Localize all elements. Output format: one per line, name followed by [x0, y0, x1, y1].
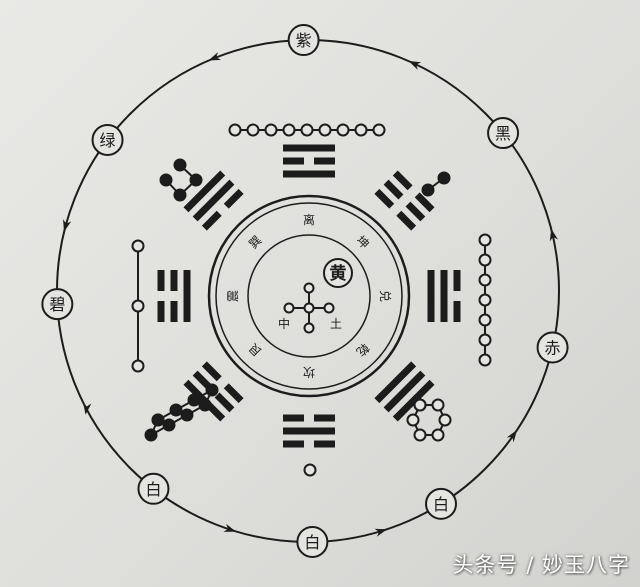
color-label-text: 紫	[296, 31, 312, 50]
trigram-xun	[183, 170, 244, 231]
center-ring	[247, 234, 371, 358]
dots-north-1	[303, 463, 317, 477]
color-label-lv: 绿	[91, 123, 124, 156]
trigram-dui	[427, 270, 461, 322]
dots-northwest-6	[406, 398, 452, 442]
trigram-name: 坎	[303, 365, 315, 379]
trigram-name: 巽	[246, 233, 264, 251]
color-label-text: 绿	[100, 131, 116, 150]
trigram-kun	[374, 170, 435, 231]
color-label-bi: 碧	[41, 288, 74, 321]
color-label-bai_se: 白	[425, 487, 458, 520]
flow-arrow	[408, 60, 422, 70]
trigram-symbols	[157, 144, 461, 448]
inner-ring	[215, 202, 403, 390]
trigram-name: 乾	[354, 341, 372, 359]
color-label-text: 赤	[545, 338, 561, 357]
trigram-kan	[283, 414, 335, 448]
trigram-name: 震	[226, 290, 240, 302]
color-label-chi: 赤	[536, 331, 569, 364]
flow-arrow	[83, 402, 92, 415]
number-dot-groups	[131, 123, 492, 477]
color-label-text: 白	[145, 480, 161, 499]
huang-text: 黄	[330, 263, 347, 284]
trigram-name: 离	[303, 212, 315, 227]
color-label-bai_s: 白	[296, 525, 329, 558]
zhong-label: 中	[278, 316, 290, 331]
color-label-text: 黑	[495, 124, 511, 143]
trigram-li	[283, 144, 335, 178]
color-label-text: 白	[304, 533, 320, 552]
color-label-text: 碧	[49, 295, 65, 314]
trigram-name: 艮	[246, 341, 264, 359]
color-label-zi: 紫	[287, 24, 320, 57]
color-label-hei: 黑	[487, 117, 520, 150]
tu-label: 土	[330, 317, 342, 331]
watermark: 头条号 / 妙玉八字	[452, 553, 630, 577]
middle-ring	[207, 194, 411, 398]
dots-southeast-4	[159, 158, 203, 202]
trigram-name: 兑	[378, 290, 392, 302]
huang-label: 黄	[323, 258, 353, 288]
trigram-zhen	[157, 270, 191, 322]
dots-east-3	[131, 239, 145, 373]
dots-southwest-2	[421, 171, 451, 197]
dots-south-9	[228, 123, 386, 137]
color-label-bai_sw: 白	[137, 472, 170, 505]
center-five-cross	[283, 282, 335, 334]
color-label-text: 白	[433, 495, 449, 514]
flow-arrow	[63, 219, 72, 232]
trigram-qian	[374, 361, 435, 422]
dots-northeast-8	[144, 383, 219, 442]
trigram-name: 坤	[354, 232, 373, 251]
dots-west-7	[478, 233, 492, 367]
